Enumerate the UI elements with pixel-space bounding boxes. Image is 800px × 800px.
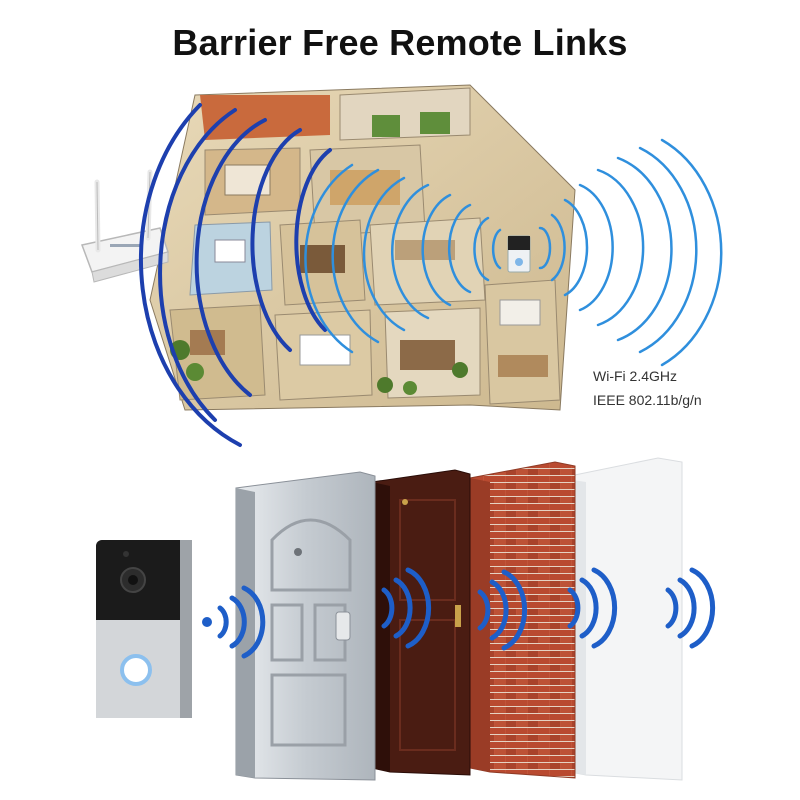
wooden-door <box>371 469 471 776</box>
floor-plan <box>149 84 576 411</box>
doorbell-icon <box>507 235 531 273</box>
doorbell-signal-waves <box>304 138 723 367</box>
router-signal-waves <box>139 103 332 447</box>
wifi-standard-label: IEEE 802.11b/g/n <box>593 392 702 408</box>
video-doorbell-device <box>96 540 192 718</box>
wifi-wave-icon <box>381 567 432 649</box>
wifi-wave-icon <box>567 567 618 649</box>
wifi-wave-icon <box>202 585 266 659</box>
wifi-wave-icon <box>477 569 528 651</box>
wifi-frequency-label: Wi-Fi 2.4GHz <box>593 368 677 384</box>
steel-door <box>235 471 376 781</box>
page-title: Barrier Free Remote Links <box>172 22 628 63</box>
router-icon <box>80 169 169 283</box>
wifi-wave-icon <box>665 567 716 649</box>
